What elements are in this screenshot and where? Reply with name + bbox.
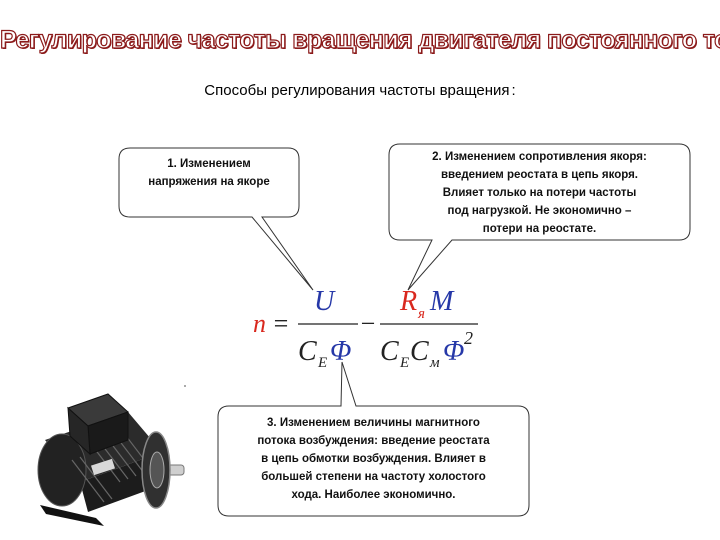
motor-rear-end	[38, 434, 86, 506]
motor-bearing-cap	[150, 452, 164, 488]
